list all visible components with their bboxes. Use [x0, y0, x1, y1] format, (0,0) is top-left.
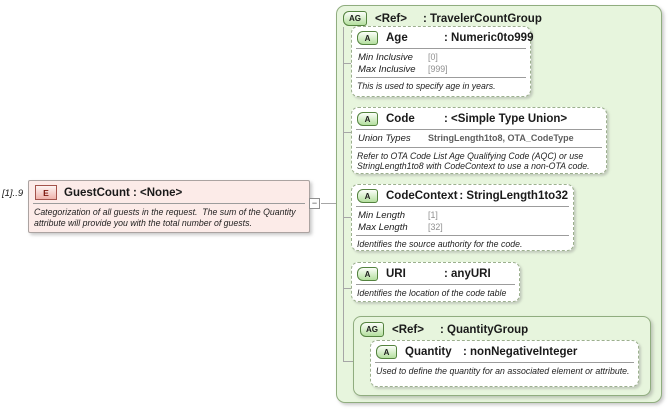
group-name: <Ref> — [392, 323, 424, 336]
divider — [356, 235, 569, 236]
facet-label: Min Length — [358, 210, 406, 221]
attribute-type: : StringLength1to32 — [459, 190, 568, 202]
element-icon: E — [35, 185, 57, 200]
attribute-group-icon: AG — [360, 322, 384, 337]
attribute-box-code[interactable]: A Code : <Simple Type Union> Union Types… — [351, 107, 607, 174]
attribute-annotation: Identifies the location of the code tabl… — [357, 288, 507, 298]
divider — [356, 77, 526, 78]
attribute-type: : <Simple Type Union> — [444, 113, 568, 125]
attribute-icon: A — [357, 267, 378, 281]
element-annotation: Categorization of all guests in the requ… — [34, 207, 299, 228]
divider — [375, 362, 634, 363]
connector-branch-codecontext — [343, 217, 351, 218]
group-type: : TravelerCountGroup — [423, 12, 542, 25]
group-header: AG <Ref> : TravelerCountGroup — [337, 6, 661, 29]
attribute-annotation: Identifies the source authority for the … — [357, 239, 523, 249]
element-type: : <None> — [133, 186, 183, 199]
divider — [356, 146, 602, 148]
connector-branch-code — [343, 132, 351, 133]
facet-value: [32] — [428, 221, 443, 232]
collapse-toggle[interactable]: − — [309, 198, 320, 209]
attribute-type: : anyURI — [444, 268, 491, 280]
element-box-guestcount[interactable]: E GuestCount : <None> Categorization of … — [28, 180, 310, 233]
divider — [356, 48, 526, 49]
attribute-header: A Age : Numeric0to999 — [352, 27, 534, 47]
attribute-box-uri[interactable]: A URI : anyURI Identifies the location o… — [351, 262, 520, 302]
attribute-type: : Numeric0to999 — [444, 32, 534, 44]
attribute-box-codecontext[interactable]: A CodeContext : StringLength1to32 Min Le… — [351, 184, 574, 251]
facet-row: Min Length [1] — [358, 210, 567, 222]
attribute-name: Age — [386, 32, 408, 44]
facet-list: Union Types StringLength1to8, OTA_CodeTy… — [352, 131, 606, 146]
facet-label: Min Inclusive — [358, 52, 413, 63]
attribute-box-quantity[interactable]: A Quantity : nonNegativeInteger Used to … — [370, 340, 639, 387]
attribute-icon: A — [376, 345, 397, 359]
attribute-annotation: Refer to OTA Code List Age Qualifying Co… — [357, 150, 590, 172]
attribute-icon: A — [357, 189, 378, 203]
attribute-name: Code — [386, 113, 415, 125]
divider — [33, 203, 305, 204]
connector-trunk — [343, 27, 344, 361]
facet-row: Min Inclusive [0] — [358, 52, 524, 64]
facet-value: [1] — [428, 210, 438, 220]
facet-label: Max Length — [358, 221, 408, 233]
attribute-annotation: This is used to specify age in years. — [357, 81, 496, 91]
connector-element-to-group — [321, 203, 336, 204]
divider — [356, 284, 515, 285]
element-cardinality: [1]..9 — [2, 188, 24, 199]
attribute-name: URI — [386, 268, 406, 280]
facet-row: Max Inclusive [999] — [358, 64, 524, 76]
divider — [356, 206, 569, 207]
attribute-header: A Code : <Simple Type Union> — [352, 108, 606, 128]
attribute-annotation: Used to define the quantity for an assoc… — [376, 366, 630, 376]
facet-value: [0] — [428, 52, 438, 62]
element-name: GuestCount — [64, 186, 130, 199]
facet-row: Union Types StringLength1to8, OTA_CodeTy… — [358, 133, 600, 145]
facet-label: Max Inclusive — [358, 63, 416, 75]
attribute-box-age[interactable]: A Age : Numeric0to999 Min Inclusive [0] … — [351, 26, 534, 97]
connector-branch-uri — [343, 288, 351, 289]
element-header: E GuestCount : <None> — [29, 181, 309, 202]
attribute-icon: A — [357, 31, 378, 45]
attribute-header: A CodeContext : StringLength1to32 — [352, 185, 573, 205]
attribute-icon: A — [357, 112, 378, 126]
attribute-type: : nonNegativeInteger — [463, 346, 578, 358]
group-name: <Ref> — [375, 12, 407, 25]
attribute-name: CodeContext — [386, 190, 458, 202]
attribute-group-travelercountgroup[interactable]: AG <Ref> : TravelerCountGroup A Age : Nu… — [336, 5, 662, 403]
attribute-header: A URI : anyURI — [352, 263, 519, 283]
group-type: : QuantityGroup — [440, 323, 529, 336]
facet-list: Min Inclusive [0] Max Inclusive [999] — [352, 50, 530, 76]
attribute-name: Quantity — [405, 346, 452, 358]
facet-list: Min Length [1] Max Length [32] — [352, 208, 573, 234]
attribute-group-icon: AG — [343, 11, 367, 26]
facet-value: StringLength1to8, OTA_CodeType — [428, 133, 574, 143]
element-title: GuestCount : <None> — [64, 187, 182, 199]
facet-label: Union Types — [358, 133, 411, 144]
group-header: AG <Ref> : QuantityGroup — [354, 317, 650, 340]
divider — [356, 129, 602, 130]
connector-branch-age — [343, 63, 351, 64]
facet-value: [999] — [428, 63, 448, 74]
facet-row: Max Length [32] — [358, 222, 567, 234]
attribute-header: A Quantity : nonNegativeInteger — [371, 341, 638, 361]
attribute-group-quantitygroup[interactable]: AG <Ref> : QuantityGroup A Quantity : no… — [353, 316, 651, 396]
